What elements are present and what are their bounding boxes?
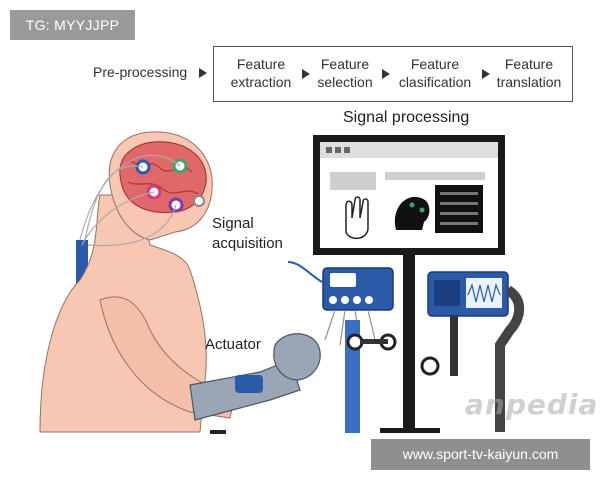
arrow-icon	[382, 69, 390, 79]
screen-head-icon	[394, 196, 430, 230]
watermark-top: TG: MYYJJPP	[10, 10, 135, 40]
oscilloscope-stand	[450, 316, 458, 376]
screen-hand-icon	[345, 196, 369, 240]
signal-processing-label: Signal processing	[343, 109, 470, 126]
electrode-wires	[79, 154, 181, 247]
step-feature-clasification: Feature clasification	[398, 56, 472, 90]
pre-processing-label: Pre-processing	[93, 64, 188, 80]
watermark-bottom: www.sport-tv-kaiyun.com	[371, 439, 590, 470]
arrow-icon	[302, 69, 310, 79]
robotic-hand	[273, 333, 321, 381]
feature-pipeline-box: Feature extraction Feature selection Fea…	[213, 46, 573, 102]
step-feature-selection: Feature selection	[317, 56, 373, 90]
grey-hose	[495, 285, 525, 432]
step-feature-translation: Feature translation	[496, 56, 562, 90]
step-feature-extraction: Feature extraction	[230, 56, 292, 90]
arrow-icon	[199, 68, 207, 78]
screen-panel	[330, 172, 376, 190]
screen-titlebar	[320, 142, 498, 158]
exoskeleton-module	[235, 375, 263, 393]
exoskeleton-base	[210, 430, 226, 434]
actuator-label: Actuator	[205, 336, 261, 353]
signal-acquisition-label: Signal acquisition	[212, 215, 283, 252]
signal-cable	[287, 261, 323, 283]
anpedia-watermark: anpedia	[465, 388, 599, 421]
arrow-icon	[482, 69, 490, 79]
electrode	[193, 195, 205, 207]
monitor-stand	[403, 255, 415, 433]
